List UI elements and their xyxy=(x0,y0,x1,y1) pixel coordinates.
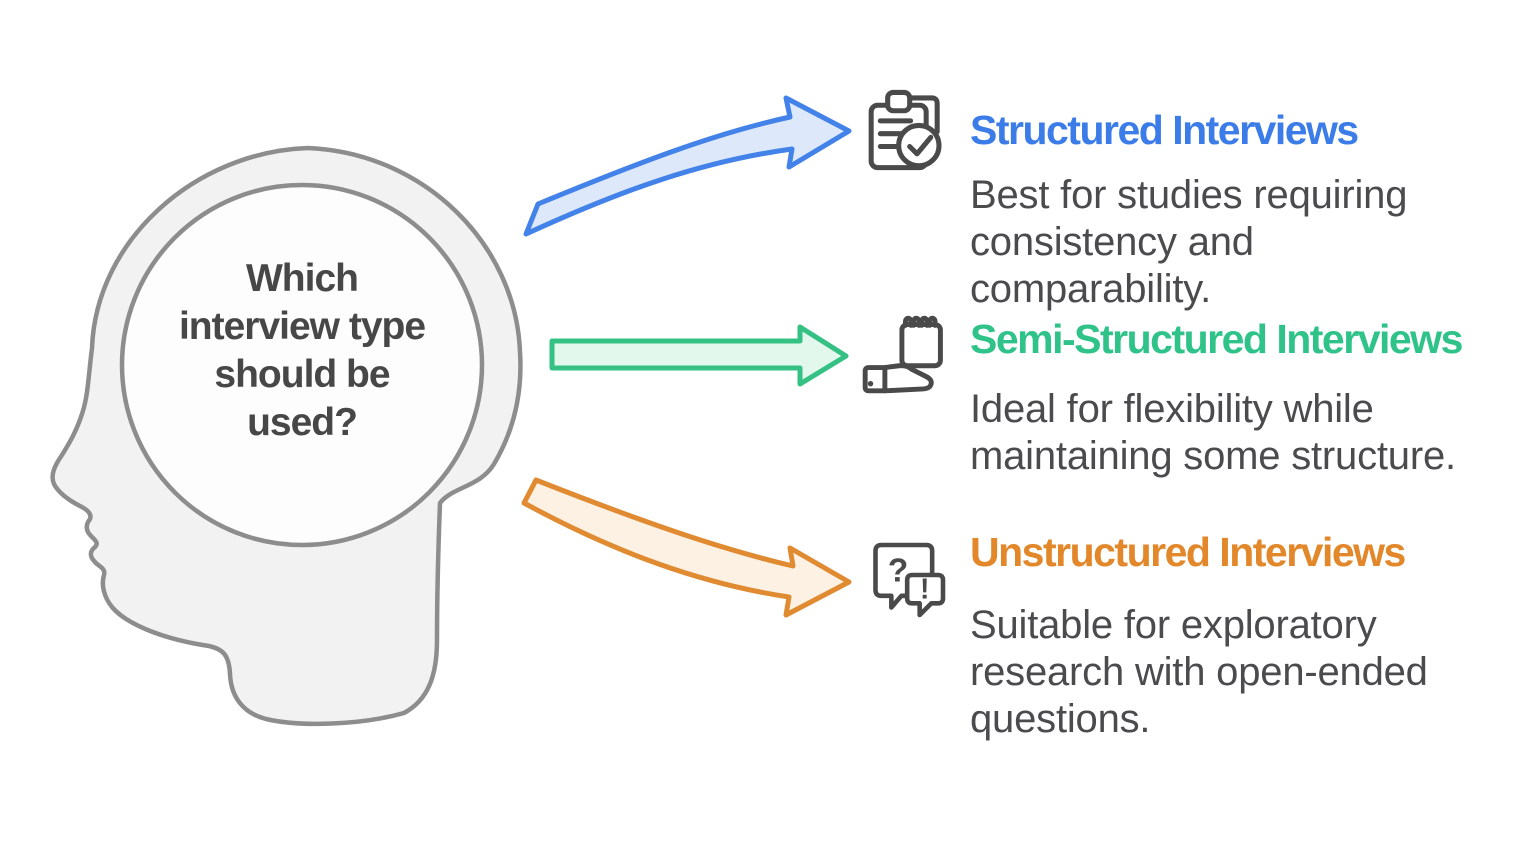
question-line: should be xyxy=(214,353,390,396)
clipboard-check-icon xyxy=(862,86,950,174)
arrow-structured xyxy=(523,95,852,237)
question-text: Which interview type should be used? xyxy=(130,255,474,447)
svg-text:?: ? xyxy=(888,553,908,590)
description-line: Best for studies requiring xyxy=(970,173,1408,217)
arrow-semi-structured xyxy=(549,324,849,387)
description-line: Ideal for flexibility while xyxy=(970,387,1374,431)
section-description-unstructured: Suitable for exploratory research with o… xyxy=(970,602,1428,743)
question-line: Which xyxy=(246,257,359,300)
section-description-structured: Best for studies requiring consistency a… xyxy=(970,172,1407,313)
section-title-structured: Structured Interviews xyxy=(970,107,1359,153)
chat-bubbles-icon: ? ! xyxy=(868,540,948,620)
section-title-unstructured: Unstructured Interviews xyxy=(970,529,1406,575)
question-line: used? xyxy=(247,401,358,444)
description-line: maintaining some structure. xyxy=(970,434,1456,478)
arrow-unstructured xyxy=(521,477,852,618)
thought-circle xyxy=(119,182,485,548)
description-line: comparability. xyxy=(970,267,1211,311)
question-line: interview type xyxy=(178,305,426,348)
section-description-semi-structured: Ideal for flexibility while maintaining … xyxy=(970,386,1456,480)
description-line: Suitable for exploratory xyxy=(970,603,1377,647)
svg-text:!: ! xyxy=(920,573,929,605)
section-title-semi-structured: Semi-Structured Interviews xyxy=(970,316,1463,362)
description-line: research with open-ended xyxy=(970,650,1428,694)
notepad-hand-icon xyxy=(858,312,944,398)
description-line: consistency and xyxy=(970,220,1254,264)
description-line: questions. xyxy=(970,697,1151,741)
